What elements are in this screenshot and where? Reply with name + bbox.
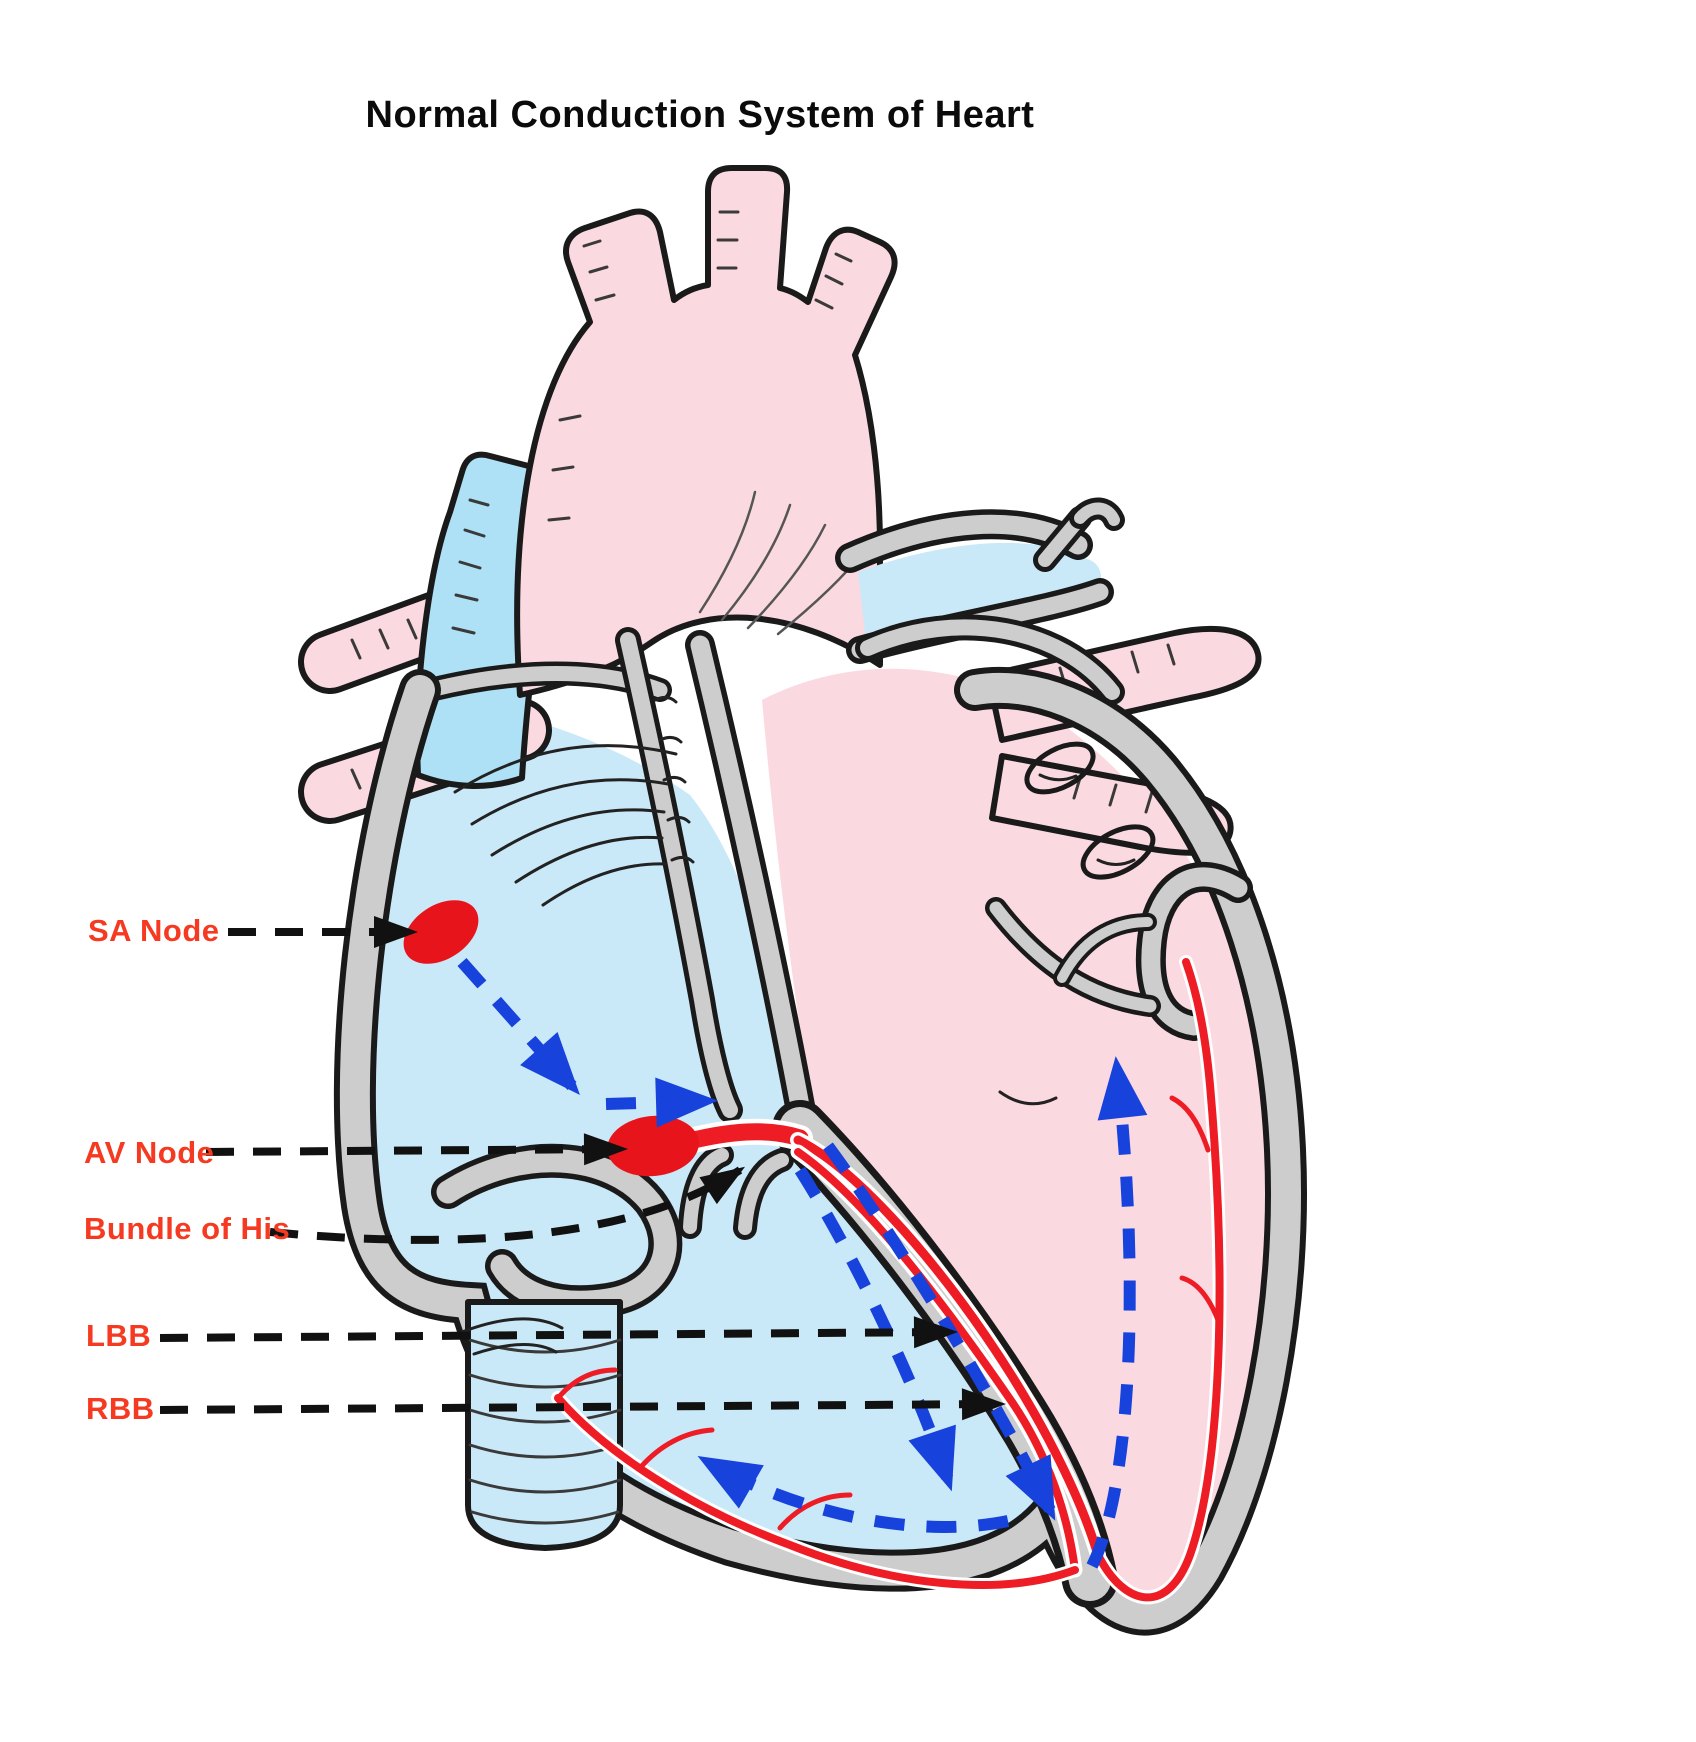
purkinje-fibers-left-ventricle — [1094, 958, 1224, 1602]
av-node-leader-line — [205, 1133, 628, 1166]
hatch-marks — [451, 498, 490, 635]
purkinje-fibers-right-ventricle — [554, 1394, 1079, 1589]
left-bundle-branch — [793, 1135, 1103, 1560]
interatrial-septum-fill — [690, 635, 813, 1132]
conduction-system — [403, 900, 1227, 1605]
label-av-node: AV Node — [84, 1135, 215, 1170]
av-node — [607, 1115, 699, 1177]
impulse-arrow-lv-septum — [823, 1142, 1056, 1521]
purkinje-fork — [1179, 1275, 1221, 1323]
impulse-arrow-rv-floor — [697, 1456, 1010, 1533]
right-pulmonary-artery-branch-stub2-fill — [1074, 502, 1120, 526]
impulse-arrow-to-left-atrium — [605, 1077, 718, 1128]
label-bundle-of-his: Bundle of His — [84, 1211, 291, 1246]
tricuspid-leaflet-1-fill — [683, 1148, 729, 1234]
purkinje-fork — [1169, 1095, 1211, 1153]
impulse-arrows — [457, 958, 1148, 1569]
pectinate-muscle-lines — [453, 744, 678, 907]
impulse-arrow-lv-free-wall — [1086, 1056, 1148, 1569]
aorta — [514, 165, 898, 698]
purkinje-fork — [637, 1427, 715, 1471]
vein-ostium-1 — [1024, 741, 1096, 795]
diagram-title: Normal Conduction System of Heart — [365, 94, 1035, 136]
inferior-vena-cava — [465, 1299, 623, 1551]
mitral-valve-hook-fill — [1141, 867, 1248, 1036]
label-lbb: LBB — [86, 1318, 152, 1353]
pulmonary-vein-ostia — [1024, 741, 1156, 880]
lbb-leader-line — [159, 1316, 958, 1349]
left-atrium-roof-wall-fill — [860, 619, 1120, 700]
sa-node — [403, 900, 479, 964]
bundle-of-his-leader-line — [269, 1166, 746, 1244]
impulse-arrow-sa-to-av — [457, 958, 580, 1095]
valve-structures — [431, 862, 1253, 1320]
inferior-vena-cava-body — [465, 1299, 623, 1551]
label-rbb: RBB — [86, 1391, 155, 1426]
mitral-chordae-fork-fill — [1057, 917, 1153, 983]
purkinje-fork — [777, 1492, 853, 1531]
vein-ostium-2 — [1080, 824, 1156, 880]
crista-terminalis-ticks — [653, 695, 695, 864]
purkinje-fork — [555, 1367, 618, 1401]
papillary-squiggle — [998, 1090, 1058, 1106]
impulse-arrow-rv-septum — [794, 1166, 956, 1492]
vein-ostium-2-detail — [1096, 858, 1136, 866]
label-leader-lines — [159, 916, 1006, 1421]
hatch-marks — [547, 210, 853, 522]
vein-ostium-1-detail — [1038, 773, 1078, 782]
trabeculae-lines — [460, 1317, 564, 1356]
aortic-root-wall-fill — [620, 632, 738, 1118]
label-sa-node: SA Node — [88, 913, 220, 948]
tricuspid-valve-curl-fill — [436, 1149, 677, 1314]
right-bundle-branch — [794, 1148, 1079, 1574]
tricuspid-leaflet-2-fill — [738, 1153, 789, 1235]
